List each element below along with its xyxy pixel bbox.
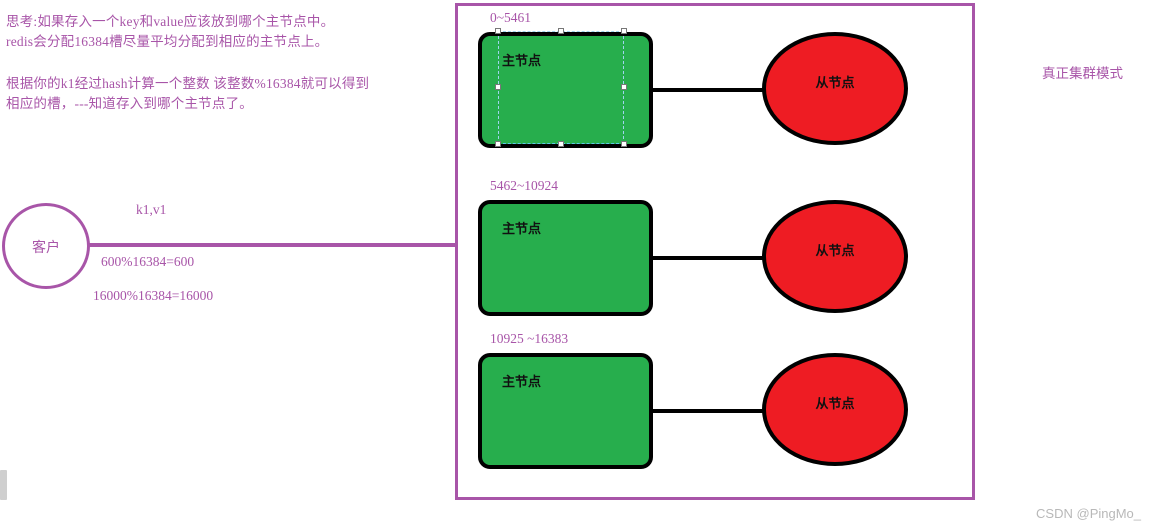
resize-handle-sw[interactable] <box>495 141 501 147</box>
note-text-top: 思考:如果存入一个key和value应该放到哪个主节点中。 redis会分配16… <box>6 14 335 49</box>
slave-node-label-1: 从节点 <box>815 75 855 90</box>
slot-range-label-3: 10925 ~16383 <box>490 331 569 346</box>
slave-node-label-3: 从节点 <box>815 396 855 411</box>
master-node-label-1: 主节点 <box>502 53 542 68</box>
resize-handle-se[interactable] <box>621 141 627 147</box>
client-label: 客户 <box>32 241 60 256</box>
master-slave-link-1 <box>653 88 770 92</box>
slave-node-2[interactable] <box>762 200 908 313</box>
master-node-3[interactable] <box>478 353 653 469</box>
scrollbar-artifact <box>0 470 7 500</box>
master-node-2[interactable] <box>478 200 653 316</box>
master-node-label-2: 主节点 <box>502 221 542 236</box>
node-group-3: 10925 ~16383 主节点 从节点 <box>470 331 930 481</box>
cluster-mode-caption: 真正集群模式 <box>1042 66 1123 81</box>
resize-handle-e[interactable] <box>621 84 627 90</box>
slave-node-label-2: 从节点 <box>815 243 855 258</box>
mod-example-label-1: 600%16384=600 <box>101 254 195 269</box>
master-slave-link-3 <box>653 409 770 413</box>
slot-range-label-1: 0~5461 <box>490 10 532 25</box>
watermark-text: CSDN @PingMo_ <box>1036 506 1141 521</box>
resize-handle-nw[interactable] <box>495 28 501 34</box>
resize-handle-s[interactable] <box>558 141 564 147</box>
node-group-2: 5462~10924 主节点 从节点 <box>470 178 930 328</box>
slave-node-3[interactable] <box>762 353 908 466</box>
slave-node-1[interactable] <box>762 32 908 145</box>
slot-range-label-2: 5462~10924 <box>490 178 559 193</box>
cluster-boundary-box <box>455 3 975 500</box>
mod-example-label-2: 16000%16384=16000 <box>93 288 214 303</box>
selection-overlay[interactable] <box>495 28 627 147</box>
client-to-cluster-connector <box>88 243 458 247</box>
resize-handle-ne[interactable] <box>621 28 627 34</box>
resize-handle-w[interactable] <box>495 84 501 90</box>
resize-handle-n[interactable] <box>558 28 564 34</box>
master-slave-link-2 <box>653 256 770 260</box>
key-value-label: k1,v1 <box>136 202 167 217</box>
note-text-middle: 根据你的k1经过hash计算一个整数 该整数%16384就可以得到 相应的槽，-… <box>6 76 370 111</box>
master-node-label-3: 主节点 <box>502 374 542 389</box>
node-group-1: 0~5461 主节点 从节点 <box>470 10 930 160</box>
